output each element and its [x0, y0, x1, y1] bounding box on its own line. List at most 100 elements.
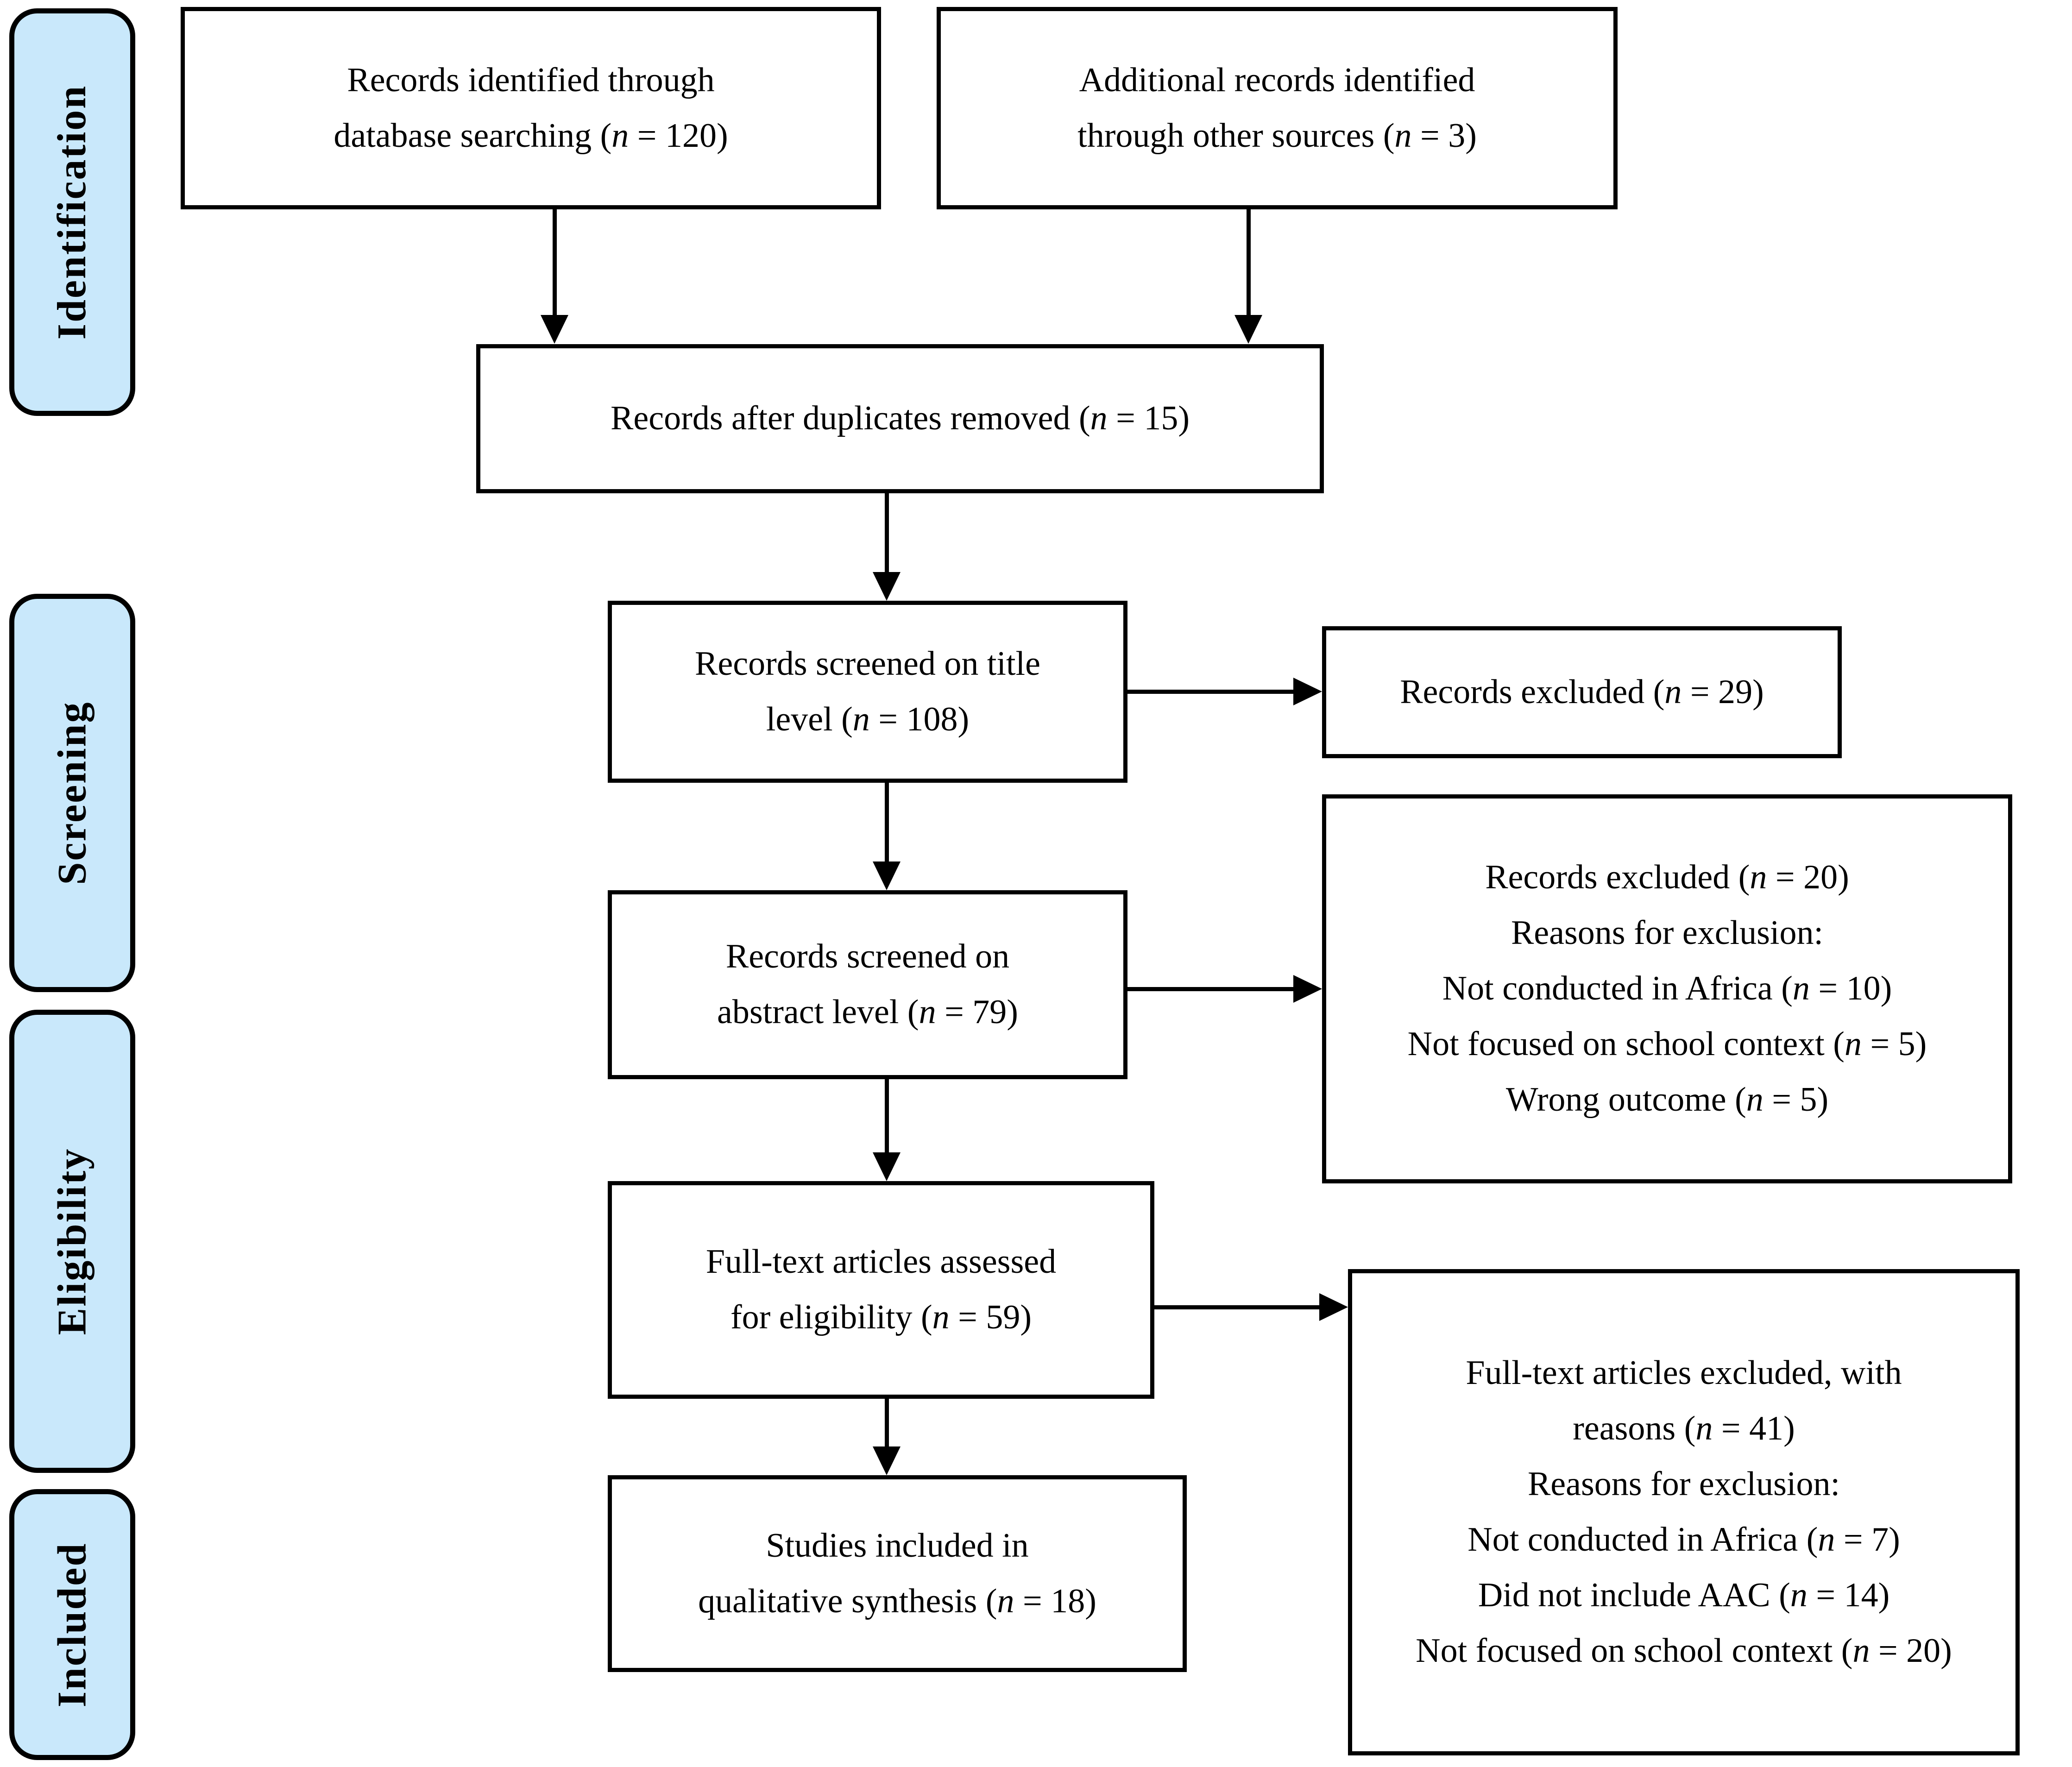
box-line: Studies included in	[766, 1526, 1029, 1565]
box-line-text: = 59)	[949, 1298, 1032, 1336]
arrow-title-to-abstract-screen	[873, 861, 901, 890]
box-line: Did not include AAC (n = 14)	[1478, 1568, 1890, 1623]
stage-label-included-text: Included	[50, 1542, 95, 1707]
box-line: through other sources (n = 3)	[1077, 108, 1477, 164]
italic-n: n	[1090, 399, 1108, 438]
box-line-text: = 120)	[629, 116, 728, 155]
box-line: Not conducted in Africa (n = 7)	[1467, 1512, 1900, 1568]
box-line: Additional records identified	[1079, 61, 1475, 99]
italic-n: n	[1844, 1025, 1862, 1063]
connector-title-screen-to-excluded	[1127, 690, 1294, 694]
box-line-text: = 10)	[1809, 969, 1892, 1008]
box-line: database searching (n = 120)	[334, 108, 728, 164]
box-line: qualitative synthesis (n = 18)	[698, 1574, 1096, 1629]
connector-other-to-duplicates	[1247, 209, 1251, 316]
box-line-text: level (	[766, 700, 853, 738]
italic-n: n	[1746, 1080, 1763, 1119]
box-line: abstract level (n = 79)	[717, 985, 1018, 1040]
box-line-text: = 5)	[1763, 1080, 1829, 1119]
box-line-text: = 3)	[1411, 116, 1477, 155]
box-line: Not focused on school context (n = 5)	[1408, 1017, 1927, 1072]
box-records-screened-title: Records screened on title level (n = 108…	[608, 601, 1127, 783]
italic-n: n	[932, 1298, 950, 1336]
box-line-text: abstract level (	[717, 993, 919, 1031]
arrow-title-screen-to-excluded	[1293, 678, 1322, 705]
box-line: Full-text articles assessed	[705, 1243, 1057, 1281]
box-line-text: = 20)	[1870, 1631, 1952, 1670]
box-line: Records screened on title	[695, 644, 1040, 683]
connector-db-to-duplicates	[553, 209, 557, 316]
stage-label-included: Included	[9, 1489, 135, 1760]
box-line-text: Did not include AAC (	[1478, 1576, 1790, 1614]
box-line-text: = 29)	[1682, 673, 1764, 711]
box-line: Not conducted in Africa (n = 10)	[1442, 961, 1892, 1017]
box-studies-included: Studies included in qualitative synthesi…	[608, 1475, 1187, 1672]
connector-duplicates-to-title-screen	[885, 493, 889, 573]
italic-n: n	[1818, 1521, 1835, 1559]
italic-n: n	[611, 116, 629, 155]
italic-n: n	[852, 700, 870, 738]
box-line-text: for eligibility (	[730, 1298, 932, 1336]
italic-n: n	[1750, 858, 1767, 897]
box-line-text: = 7)	[1835, 1521, 1900, 1559]
stage-label-screening-text: Screening	[50, 701, 95, 885]
box-line-text: = 5)	[1861, 1025, 1927, 1063]
box-line-text: Not conducted in Africa (	[1467, 1521, 1818, 1559]
stage-label-eligibility: Eligibility	[9, 1010, 135, 1473]
arrow-abstract-to-fulltext	[873, 1152, 901, 1181]
box-line: Records after duplicates removed (n = 15…	[611, 391, 1190, 446]
box-records-excluded-abstract: Records excluded (n = 20) Reasons for ex…	[1322, 794, 2012, 1183]
italic-n: n	[919, 993, 936, 1031]
arrow-duplicates-to-title-screen	[873, 572, 901, 601]
box-line-text: = 20)	[1767, 858, 1849, 897]
italic-n: n	[1394, 116, 1412, 155]
stage-label-identification: Identification	[9, 8, 135, 416]
box-line: Records identified through	[347, 61, 715, 99]
arrow-fulltext-to-included	[873, 1446, 901, 1475]
box-line-text: through other sources (	[1077, 116, 1395, 155]
box-records-identified-database: Records identified through database sear…	[181, 7, 881, 209]
box-line: Records excluded (n = 29)	[1400, 665, 1764, 720]
italic-n: n	[1790, 1576, 1807, 1614]
stage-label-eligibility-text: Eligibility	[50, 1147, 95, 1335]
arrow-db-to-duplicates	[541, 315, 568, 344]
box-line: Reasons for exclusion:	[1511, 914, 1824, 952]
box-line-text: Not conducted in Africa (	[1442, 969, 1793, 1008]
box-line: Records screened on	[725, 937, 1010, 976]
box-line-text: = 15)	[1107, 399, 1190, 438]
box-line-text: = 108)	[869, 700, 970, 738]
box-line: reasons (n = 41)	[1573, 1401, 1795, 1457]
italic-n: n	[997, 1582, 1014, 1620]
box-line-text: = 18)	[1014, 1582, 1096, 1620]
connector-title-to-abstract-screen	[885, 783, 889, 862]
connector-fulltext-to-excluded	[1154, 1305, 1320, 1309]
box-records-after-duplicates-removed: Records after duplicates removed (n = 15…	[476, 344, 1324, 493]
stage-label-identification-text: Identification	[50, 84, 95, 340]
box-line-text: = 79)	[936, 993, 1018, 1031]
arrow-abstract-screen-to-excluded	[1293, 975, 1322, 1003]
box-line-text: reasons (	[1573, 1409, 1696, 1448]
connector-abstract-to-fulltext	[885, 1079, 889, 1153]
box-line-text: = 14)	[1807, 1576, 1890, 1614]
box-line-text: qualitative synthesis (	[698, 1582, 997, 1620]
box-line: for eligibility (n = 59)	[731, 1290, 1032, 1346]
box-records-excluded-title: Records excluded (n = 29)	[1322, 626, 1842, 758]
box-line: Full-text articles excluded, with	[1466, 1354, 1902, 1392]
arrow-fulltext-to-excluded	[1319, 1293, 1348, 1321]
box-line: Not focused on school context (n = 20)	[1416, 1623, 1952, 1679]
box-records-screened-abstract: Records screened on abstract level (n = …	[608, 890, 1127, 1079]
box-line: Records excluded (n = 20)	[1485, 850, 1849, 906]
box-line: level (n = 108)	[766, 692, 969, 748]
box-additional-records-other-sources: Additional records identified through ot…	[937, 7, 1618, 209]
box-line-text: Wrong outcome (	[1505, 1080, 1746, 1119]
box-line-text: = 41)	[1713, 1409, 1795, 1448]
italic-n: n	[1695, 1409, 1713, 1448]
stage-label-screening: Screening	[9, 594, 135, 992]
box-line-text: Records excluded (	[1485, 858, 1750, 897]
box-line: Reasons for exclusion:	[1527, 1465, 1840, 1503]
arrow-other-to-duplicates	[1234, 315, 1262, 344]
connector-abstract-screen-to-excluded	[1127, 987, 1294, 991]
box-line-text: Records after duplicates removed (	[611, 399, 1090, 438]
box-fulltext-excluded: Full-text articles excluded, with reason…	[1348, 1269, 2020, 1755]
